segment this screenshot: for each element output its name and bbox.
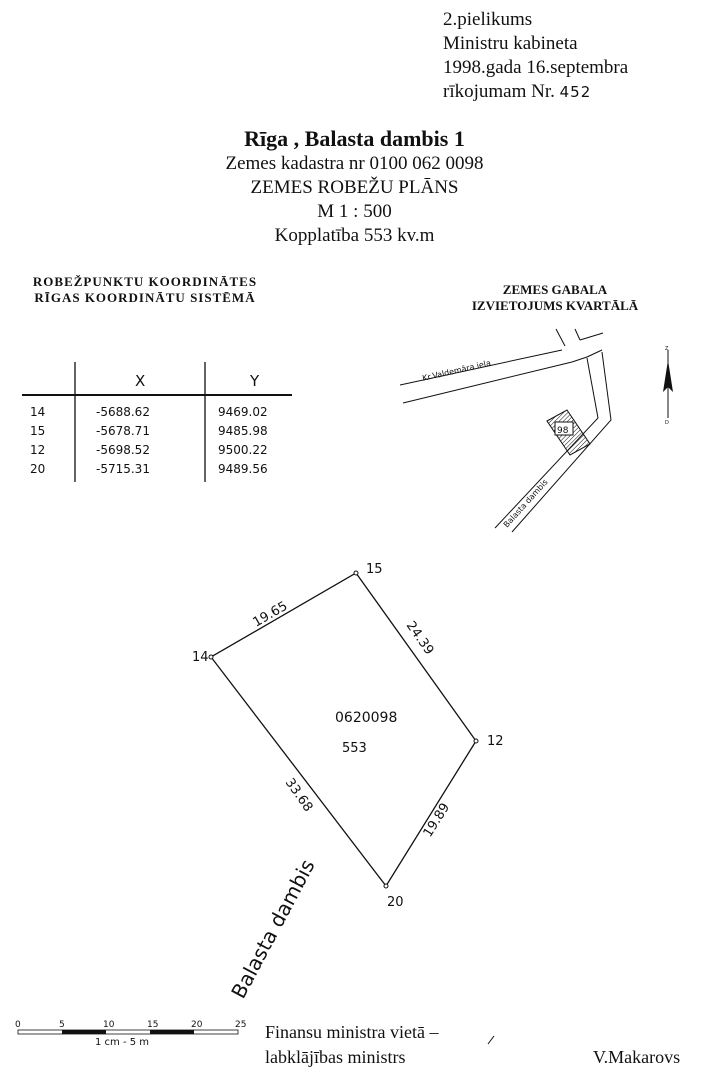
coords-heading: ROBEŽPUNKTU KOORDINĀTES RĪGAS KOORDINĀTU… [5,274,285,306]
parcel-area: 553 [342,741,367,756]
col-y-header: Y [249,372,260,390]
street-edge [402,356,588,404]
scale-label: 1 cm - 5 m [95,1037,149,1048]
point-label-20: 20 [387,895,404,910]
edge-length-14-20: 33.68 [282,776,316,815]
scale-bar: 0 5 10 15 20 25 1 cm - 5 m [15,1020,246,1048]
coord-cell-x: -5698.52 [96,443,150,457]
edge-length-14-15: 19.65 [251,599,291,631]
coord-cell-x: -5678.71 [96,424,150,438]
scale-tick-label: 10 [103,1020,115,1030]
street-label-valdemara: Kr.Valdemāra iela [421,358,491,383]
location-map: 98 Kr.Valdemāra iela Balasta dambis [399,328,612,533]
point-label-15: 15 [366,562,383,577]
point-label-14: 14 [192,650,209,665]
signature-line1: Finansu ministra vietā – [265,1022,439,1042]
scale-tick-label: 5 [59,1020,65,1030]
cadastre-number: Zemes kadastra nr 0100 062 0098 [225,153,484,174]
edge-length-12-20: 19.89 [421,801,453,841]
coords-heading-line1: ROBEŽPUNKTU KOORDINĀTES [32,274,258,289]
location-heading-line2: IZVIETOJUMS KVARTĀLĀ [471,298,639,313]
location-heading-line1: ZEMES GABALA [502,282,608,297]
street-label: Balasta dambis [226,855,319,1002]
coord-cell-pt: 14 [30,405,45,419]
annex-line3: 1998.gada 16.septembra [443,57,629,78]
col-x-header: X [135,372,145,390]
boundary-point [353,570,359,576]
address-title: Rīga , Balasta dambis 1 [244,126,465,151]
boundary-point [473,738,479,744]
street-edge [494,357,599,529]
plot-plan: 15 14 12 20 19.65 24.39 33.68 19.89 0620… [192,562,504,1002]
coord-cell-y: 9485.98 [218,424,268,438]
street-edge [574,328,581,341]
scale-tick-label: 0 [15,1020,21,1030]
coord-cell-pt: 15 [30,424,45,438]
coordinates-table: X Y 14 -5688.62 9469.02 15 -5678.71 9485.98 12… [22,362,292,482]
street-edge [586,349,603,358]
north-label: Z [665,346,669,352]
coord-cell-y: 9500.22 [218,443,268,457]
order-label: rīkojumam Nr. [443,81,555,102]
parcel-number: 98 [557,426,569,436]
scale-tick-label: 20 [191,1020,203,1030]
signature-mark [487,1035,495,1045]
plan-title: ZEMES ROBEŽU PLĀNS [250,177,459,198]
signature-line2: labklājības ministrs [265,1047,406,1067]
annex-line1: 2.pielikums [443,9,533,30]
total-area: Kopplatība 553 kv.m [274,225,435,246]
order-number: 452 [559,83,592,101]
plan-scale: M 1 : 500 [317,201,392,222]
boundary-point [208,654,214,660]
coord-cell-pt: 20 [30,462,45,476]
coords-heading-line2: RĪGAS KOORDINĀTU SISTĒMĀ [34,290,256,305]
annex-line4: rīkojumam Nr. 452 [443,80,591,104]
parcel-id: 0620098 [335,710,397,726]
street-edge [399,349,563,386]
point-label-12: 12 [487,734,504,749]
coord-cell-y: 9489.56 [218,462,268,476]
north-arrow-icon: Z D [663,346,673,426]
coord-cell-x: -5688.62 [96,405,150,419]
street-edge [555,328,566,347]
coord-cell-pt: 12 [30,443,45,457]
street-label-balasta: Balasta dambis [502,478,550,530]
annex-line2: Ministru kabineta [443,33,578,54]
coord-cell-x: -5715.31 [96,462,150,476]
scale-tick-label: 15 [147,1020,158,1030]
coord-cell-y: 9469.02 [218,405,268,419]
street-edge [579,332,604,341]
scale-tick-label: 25 [235,1020,246,1030]
edge-length-15-12: 24.39 [403,619,437,658]
street-edge [511,351,612,533]
location-heading: ZEMES GABALA IZVIETOJUMS KVARTĀLĀ [435,282,675,314]
signatory-name: V.Makarovs [593,1047,681,1067]
boundary-polygon [210,572,477,888]
south-label: D [665,420,669,426]
boundary-point [383,883,389,889]
